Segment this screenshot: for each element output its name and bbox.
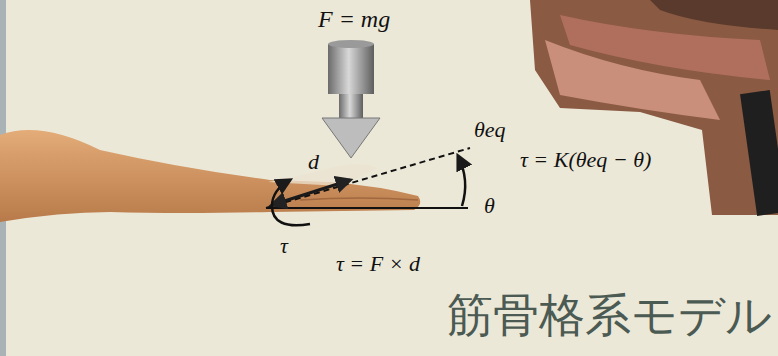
finger-line [300,198,418,200]
angle-symbol: θ [484,194,495,218]
force-formula: F = mg [318,6,390,32]
angle-symbol: θeq [474,118,506,142]
title: 筋骨格系モデル [447,290,772,341]
angle-arc [458,156,465,206]
muscle-formula: τ = K(θeq − θ) [520,148,651,172]
equilibrium-line [266,148,470,208]
weight-cylinder [328,44,374,94]
force-arrow [322,118,380,158]
muscle-photo [530,0,778,215]
torque-arc [272,180,310,225]
arrow-shaft [339,94,363,118]
torque-formula: τ = F × d [336,252,420,276]
torque-symbol: τ [280,234,288,258]
reference-line [266,207,468,209]
moment-arm-symbol: d [308,150,319,174]
strap [740,90,778,216]
muscle-shadow [650,0,778,30]
weight-top [328,40,374,48]
